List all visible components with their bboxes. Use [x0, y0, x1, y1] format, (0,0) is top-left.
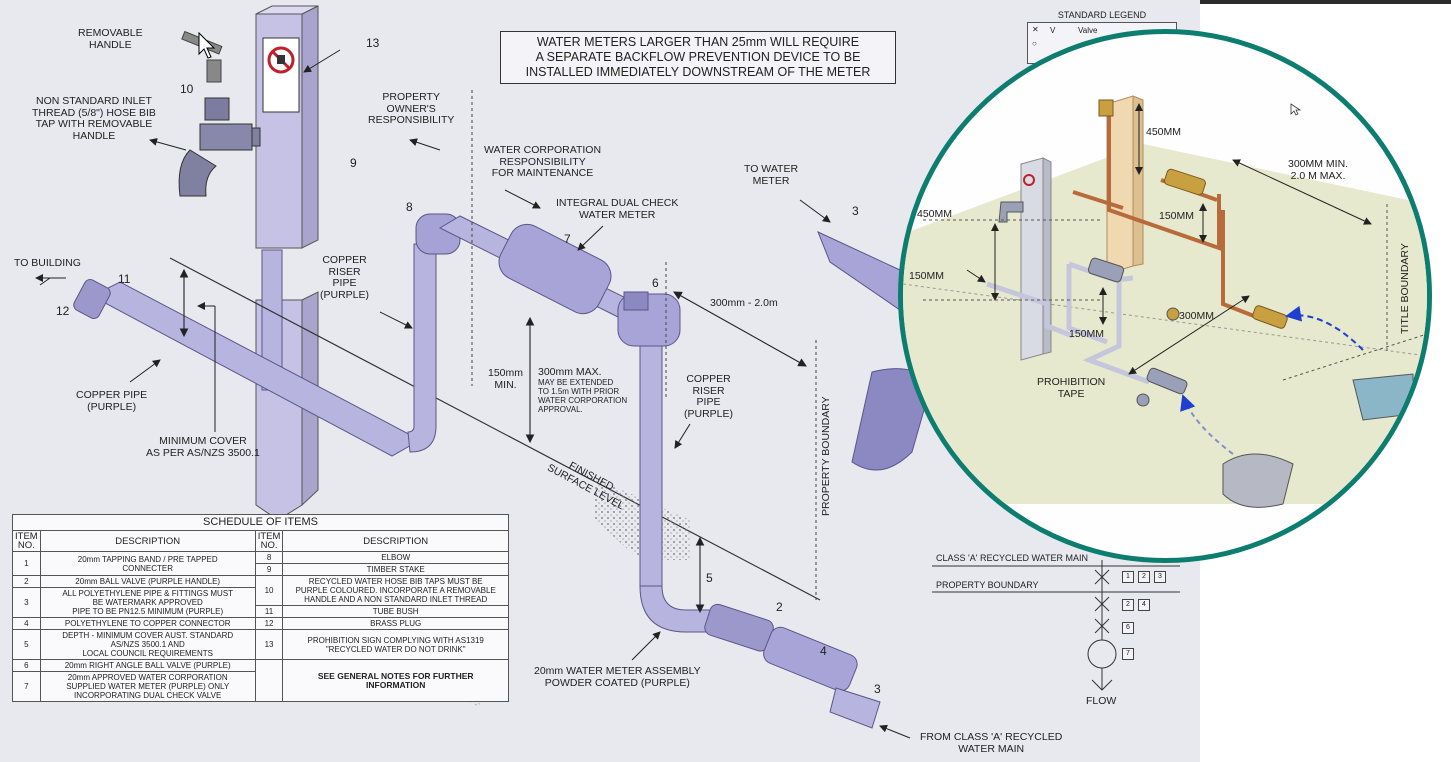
window-top-bar: [1200, 0, 1451, 4]
label-300-2m: 300mm - 2.0m: [710, 297, 778, 309]
legend-valve: Valve: [1078, 26, 1098, 35]
meter-line: [438, 215, 681, 347]
item-number-9: 9: [350, 156, 357, 170]
surface-line: [169, 257, 821, 601]
legend-title: STANDARD LEGEND: [1057, 10, 1147, 20]
riser-right: [639, 345, 881, 729]
key-main: CLASS 'A' RECYCLED WATER MAIN: [936, 553, 1088, 563]
inset-dim-450-top: 450MM: [1146, 126, 1182, 138]
key-boundary: PROPERTY BOUNDARY: [936, 580, 1039, 590]
item-number-12: 12: [56, 304, 70, 318]
inset-detail-circle: 450MM 300MM MIN.2.0 M MAX. 450MM 150MM 1…: [898, 29, 1432, 563]
dimensions: [179, 268, 807, 614]
meter-warning-box: WATER METERS LARGER THAN 25mm WILL REQUI…: [500, 31, 896, 84]
item-number-2: 2: [776, 600, 783, 614]
inset-dim-450-left: 450MM: [917, 208, 953, 220]
riser-left: [407, 213, 461, 453]
mouse-cursor: [198, 31, 216, 59]
item-number-5: 5: [706, 571, 713, 585]
leaders: [35, 49, 911, 739]
item-number-6: 6: [652, 276, 659, 290]
hose-bib-tap: [178, 30, 261, 197]
label-copper-pipe: COPPER PIPE(PURPLE): [76, 389, 148, 413]
legend-v: V: [1050, 26, 1056, 35]
prohibition-sign: [262, 37, 300, 113]
label-property-boundary: PROPERTY BOUNDARY: [820, 396, 832, 516]
item-number-8: 8: [406, 200, 413, 214]
inset-dim-150-left: 150MM: [909, 270, 945, 282]
legend-x-icon: ✕: [1032, 25, 1039, 34]
inset-dim-300: 300MM: [1179, 310, 1215, 322]
inset-dim-300-min: 300MM MIN.2.0 M MAX.: [1288, 158, 1349, 182]
warning-line: WATER METERS LARGER THAN 25mm WILL REQUI…: [536, 35, 860, 49]
item-number-13: 13: [366, 36, 380, 50]
main-drawing: [35, 5, 1180, 739]
col-description: DESCRIPTION: [282, 530, 509, 552]
inset-dim-150-bottom: 150MM: [1069, 328, 1105, 340]
item-number-3-top: 3: [852, 204, 859, 218]
item-number-4: 4: [820, 644, 827, 658]
warning-line: INSTALLED IMMEDIATELY DOWNSTREAM OF THE …: [525, 65, 871, 79]
item-number-11: 11: [118, 272, 131, 286]
key-flow: FLOW: [1086, 695, 1117, 707]
label-to-building: TO BUILDING: [14, 257, 81, 269]
key-row-4: 7: [1122, 647, 1138, 660]
item-number-10: 10: [180, 82, 194, 96]
inset-title-boundary: TITLE BOUNDARY: [1399, 243, 1411, 334]
key-row-3: 6: [1122, 621, 1138, 634]
inset-drawing: [903, 95, 1427, 508]
item-number-3-bottom: 3: [874, 682, 881, 696]
boundary-dashes: [471, 90, 817, 600]
schedule-title: SCHEDULE OF ITEMS: [12, 514, 509, 531]
warning-line: A SEPARATE BACKFLOW PREVENTION DEVICE TO…: [535, 50, 861, 64]
col-description: DESCRIPTION: [39, 530, 256, 552]
line-key-graphics: [932, 560, 1180, 691]
copper-pipe: [73, 279, 422, 457]
inset-dim-150-mid: 150MM: [1159, 210, 1195, 222]
legend-circle-icon: ○: [1032, 39, 1037, 48]
item-number-7: 7: [564, 232, 571, 246]
